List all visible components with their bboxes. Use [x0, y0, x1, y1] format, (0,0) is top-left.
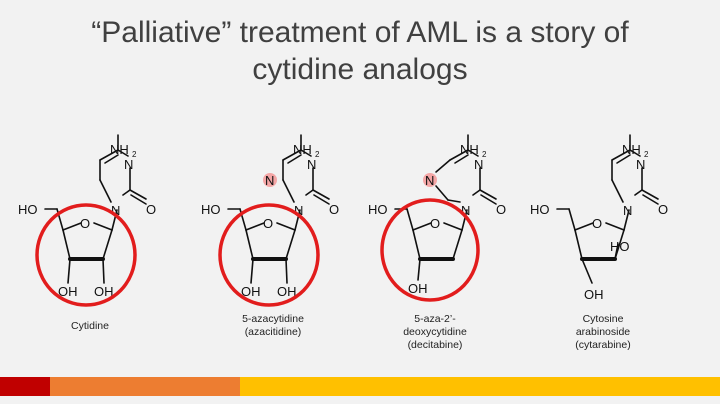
slide-title-line-1: “Palliative” treatment of AML is a story…: [91, 16, 629, 49]
atom-subscript: 2: [132, 150, 137, 159]
caption-cytidine: Cytidine: [10, 320, 170, 333]
footer-bar-orange: [50, 377, 240, 396]
atom-n: N: [636, 157, 645, 172]
atom-subscript: 2: [644, 150, 649, 159]
atom-n: N: [111, 203, 120, 218]
atom-o: O: [80, 216, 90, 231]
atom-oh: OH: [58, 284, 78, 299]
n-highlight: [423, 173, 437, 187]
caption-line: (decitabine): [407, 339, 463, 351]
atom-nh2: NH: [622, 142, 641, 157]
atom-n: N: [124, 157, 133, 172]
caption-line: Cytidine: [71, 320, 109, 332]
caption-line: deoxycytidine: [403, 326, 467, 338]
slide-title: “Palliative” treatment of AML is a story…: [0, 14, 720, 88]
slide-title-line-2: cytidine analogs: [252, 53, 468, 86]
atom-o: O: [329, 202, 339, 217]
sugar-highlight-circle: [218, 203, 320, 307]
caption-azacitidine: 5-azacytidine (azacitidine): [193, 313, 353, 339]
atom-n-5: N: [425, 173, 434, 188]
atom-o: O: [430, 216, 440, 231]
caption-cytarabine: Cytosine arabinoside (cytarabine): [523, 313, 683, 352]
atom-nh2: NH: [460, 142, 479, 157]
sugar-highlight-circle: [380, 198, 480, 302]
atom-nh2: NH: [293, 142, 312, 157]
atom-oh: OH: [277, 284, 297, 299]
atom-n-5: N: [265, 173, 274, 188]
atom-ho: HO: [18, 202, 38, 217]
atom-nh2: NH: [110, 142, 129, 157]
atom-n: N: [474, 157, 483, 172]
atom-ho: HO: [368, 202, 388, 217]
atom-oh: OH: [94, 284, 114, 299]
atom-n: N: [461, 203, 470, 218]
atom-o: O: [592, 216, 602, 231]
atom-n: N: [294, 203, 303, 218]
atom-oh: OH: [241, 284, 261, 299]
atom-n: N: [623, 203, 632, 218]
molecule-cytidine: NH 2 N N O O HO OH OH: [18, 133, 156, 307]
caption-line: (cytarabine): [575, 339, 631, 351]
caption-line: Cytosine: [582, 313, 624, 325]
atom-o: O: [496, 202, 506, 217]
caption-line: (azacitidine): [244, 326, 302, 338]
caption-line: 5-aza-2’-: [414, 313, 456, 325]
atom-n: N: [307, 157, 316, 172]
molecule-azacitidine: NH 2 N N N O O HO OH OH: [201, 133, 339, 307]
atom-ho: HO: [530, 202, 550, 217]
n-highlight: [263, 173, 277, 187]
caption-line: arabinoside: [575, 326, 631, 338]
atom-o: O: [146, 202, 156, 217]
sugar-highlight-circle: [35, 203, 137, 307]
molecule-cytarabine: NH 2 N N O O HO HO OH: [530, 134, 668, 302]
atom-ho: HO: [201, 202, 221, 217]
atom-o: O: [658, 202, 668, 217]
molecule-decitabine: NH 2 N N N O O HO OH: [368, 134, 506, 302]
footer-bar-red: [0, 377, 50, 396]
atom-subscript: 2: [482, 150, 487, 159]
atom-ho-2: HO: [610, 239, 630, 254]
caption-line: 5-azacytidine: [242, 313, 304, 325]
atom-oh: OH: [408, 281, 428, 296]
footer-bar-yellow: [240, 377, 720, 396]
atom-oh: OH: [584, 287, 604, 302]
atom-o: O: [263, 216, 273, 231]
caption-decitabine: 5-aza-2’- deoxycytidine (decitabine): [355, 313, 515, 352]
atom-subscript: 2: [315, 150, 320, 159]
